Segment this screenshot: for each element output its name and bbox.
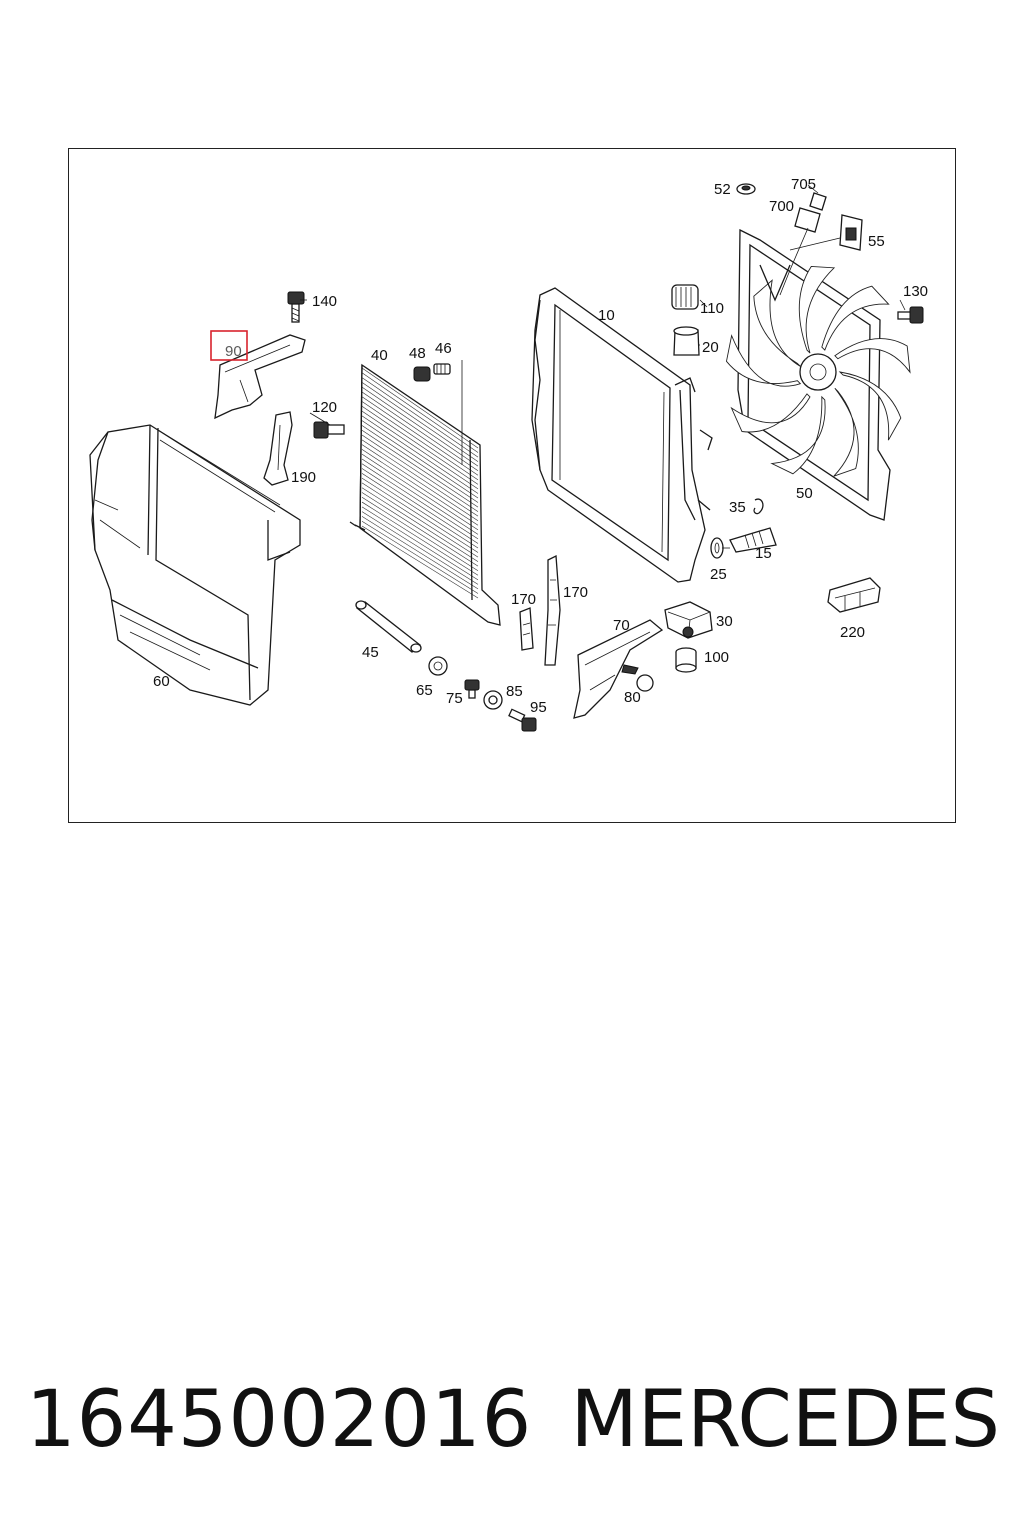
callout-90: 90 [225, 343, 242, 360]
callout-40: 40 [371, 347, 388, 364]
part-35-clip [753, 498, 764, 515]
part-45-drier [355, 600, 422, 653]
callout-30: 30 [716, 613, 733, 630]
part-120-bolt [313, 421, 345, 439]
diagram-frame [68, 148, 956, 823]
part-95-bolt [508, 708, 537, 732]
callout-130: 130 [903, 283, 928, 300]
callout-55: 55 [868, 233, 885, 250]
brand-name: MERCEDES [570, 1375, 1001, 1465]
footer: 1645002016 MERCEDES [0, 1370, 1024, 1470]
part-number: 1645002016 [26, 1375, 533, 1465]
callout-140: 140 [312, 293, 337, 310]
part-110-cap [671, 284, 699, 310]
callout-25: 25 [710, 566, 727, 583]
callout-10: 10 [598, 307, 615, 324]
callout-85: 85 [506, 683, 523, 700]
part-75-bolt [464, 679, 480, 699]
part-52-grommet [736, 183, 756, 195]
part-46-valve [433, 360, 463, 465]
callout-45: 45 [362, 644, 379, 661]
part-130-bolt [897, 306, 924, 324]
callout-70: 70 [613, 617, 630, 634]
part-30-mount [664, 601, 713, 639]
callout-700: 700 [769, 198, 794, 215]
part-100-rubber-mount [675, 647, 697, 673]
part-50-fan-assembly [725, 228, 911, 521]
part-705-connector [809, 192, 827, 211]
callout-20: 20 [702, 339, 719, 356]
part-140-bolt [287, 291, 305, 323]
part-80-rivet [621, 664, 654, 692]
part-85-washer [483, 690, 503, 710]
part-65-cap [428, 656, 448, 676]
callout-48: 48 [409, 345, 426, 362]
callout-170-right: 170 [563, 584, 588, 601]
part-10-radiator [531, 287, 713, 583]
callout-35: 35 [729, 499, 746, 516]
callout-labels: 52 705 700 55 140 110 10 130 90 40 48 46… [153, 176, 928, 716]
callout-100: 100 [704, 649, 729, 666]
part-700-connector [779, 207, 821, 296]
callout-46: 46 [435, 340, 452, 357]
callout-50: 50 [796, 485, 813, 502]
part-170-bracket-right [544, 554, 561, 666]
part-25-ring [710, 537, 724, 559]
callout-120: 120 [312, 399, 337, 416]
callout-170-left: 170 [511, 591, 536, 608]
part-55-relay [789, 214, 863, 251]
part-170-bracket-left [519, 607, 534, 651]
callout-705: 705 [791, 176, 816, 193]
callout-190: 190 [291, 469, 316, 486]
part-60-air-duct [89, 424, 301, 706]
part-15-drain-plug [729, 527, 777, 553]
highlight-box-90 [210, 330, 248, 361]
callout-65: 65 [416, 682, 433, 699]
leader-lines [300, 184, 906, 549]
callout-75: 75 [446, 690, 463, 707]
part-70-bracket [573, 619, 664, 719]
callout-80: 80 [624, 689, 641, 706]
part-48-plug [413, 366, 431, 382]
part-20-seal [673, 326, 700, 356]
callout-15: 15 [755, 545, 772, 562]
part-90-bracket [214, 334, 306, 420]
callout-95: 95 [530, 699, 547, 716]
callout-52: 52 [714, 181, 731, 198]
part-190-bracket [263, 411, 293, 486]
callout-60: 60 [153, 673, 170, 690]
callout-110: 110 [700, 300, 724, 317]
callout-220: 220 [840, 624, 865, 641]
part-220-clip [827, 577, 881, 613]
part-40-condenser [349, 363, 501, 626]
